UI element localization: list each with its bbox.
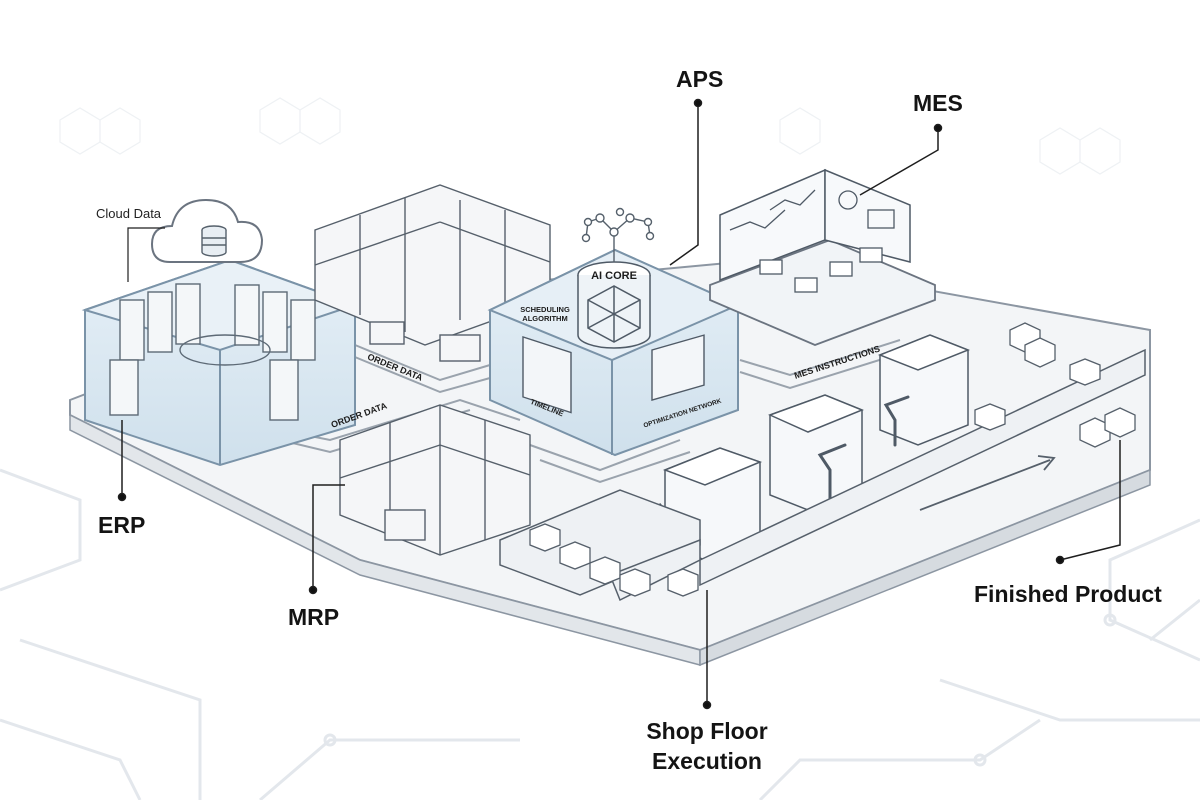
- product-boxes: [529, 322, 1136, 597]
- cloud-data-label: Cloud Data: [96, 206, 162, 221]
- flow-arrow-icon: [919, 455, 1056, 511]
- mrp-label: MRP: [288, 604, 340, 630]
- scheduling-label-2: ALGORITHM: [522, 314, 567, 323]
- hex-pattern: [59, 97, 1121, 175]
- shop-floor-execution-label: Shop Floor Execution: [632, 716, 782, 776]
- cloud-icon: [150, 198, 264, 263]
- leader-lines: [117, 98, 1121, 710]
- finished-product-label: Finished Product: [974, 581, 1162, 607]
- ai-core-label: AI CORE: [591, 270, 637, 282]
- shop-floor-line-2: Execution: [652, 748, 762, 774]
- erp-building: [81, 258, 359, 467]
- mes-label: MES: [913, 90, 963, 116]
- ai-core-cylinder: [577, 261, 651, 349]
- network-node-icon: [581, 207, 655, 262]
- mes-control-room: [709, 168, 936, 346]
- shop-floor-line-1: Shop Floor: [646, 718, 768, 744]
- erp-label: ERP: [98, 512, 146, 538]
- circuit-background: [0, 468, 1200, 800]
- scheduling-label-1: SCHEDULING: [520, 305, 570, 314]
- warehouse-racks-bottom: [339, 404, 531, 556]
- warehouse-racks-top: [314, 184, 551, 362]
- aps-label: APS: [676, 66, 724, 92]
